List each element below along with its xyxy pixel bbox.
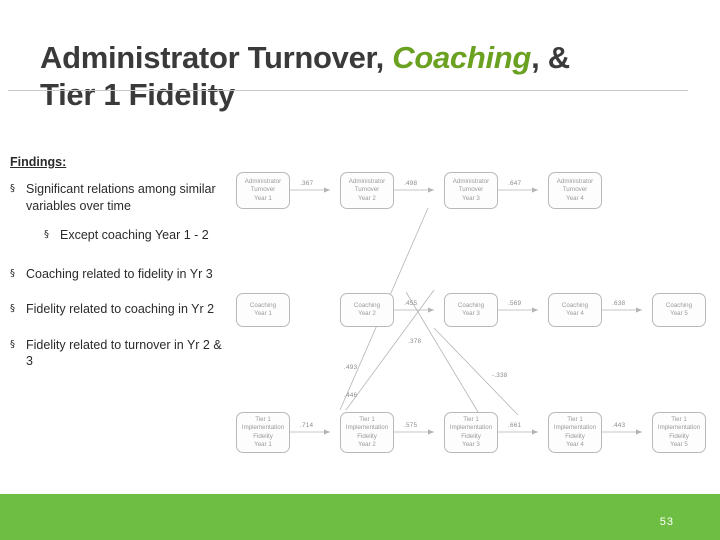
node-label: Coaching Year 1 bbox=[249, 301, 277, 317]
node-label: Administrator Turnover Year 2 bbox=[348, 177, 386, 202]
node-turnover-year-3: Administrator Turnover Year 3 bbox=[444, 172, 498, 209]
node-label: Administrator Turnover Year 3 bbox=[452, 177, 490, 202]
node-turnover-year-4: Administrator Turnover Year 4 bbox=[548, 172, 602, 209]
edge-label-cross-2: .493 bbox=[344, 364, 358, 371]
node-coaching-year-4: Coaching Year 4 bbox=[548, 293, 602, 327]
node-coaching-year-2: Coaching Year 2 bbox=[340, 293, 394, 327]
node-label: Administrator Turnover Year 1 bbox=[244, 177, 282, 202]
bullet-marker: § bbox=[10, 183, 15, 194]
edge-label-fidelity-1-2: .714 bbox=[300, 422, 314, 429]
list-item: § Fidelity related to turnover in Yr 2 &… bbox=[10, 337, 225, 370]
list-item: § Coaching related to fidelity in Yr 3 bbox=[10, 266, 225, 283]
node-fidelity-year-3: Tier 1 Implementation Fidelity Year 3 bbox=[444, 412, 498, 453]
node-coaching-year-3: Coaching Year 3 bbox=[444, 293, 498, 327]
edge-label-cross-4: -.338 bbox=[492, 372, 508, 379]
node-fidelity-year-4: Tier 1 Implementation Fidelity Year 4 bbox=[548, 412, 602, 453]
node-fidelity-year-1: Tier 1 Implementation Fidelity Year 1 bbox=[236, 412, 290, 453]
title-accent-coaching: Coaching bbox=[392, 40, 532, 75]
bullet-text: Coaching related to fidelity in Yr 3 bbox=[26, 266, 213, 281]
findings-block: Findings: § Significant relations among … bbox=[10, 155, 225, 389]
edge-label-fidelity-2-3: .575 bbox=[404, 422, 418, 429]
edge-label-turnover-1-2: .367 bbox=[300, 180, 314, 187]
node-label: Coaching Year 2 bbox=[353, 301, 381, 317]
findings-heading: Findings: bbox=[10, 155, 67, 169]
bullet-text: Fidelity related to turnover in Yr 2 & 3 bbox=[26, 337, 222, 369]
node-label: Tier 1 Implementation Fidelity Year 3 bbox=[449, 415, 493, 448]
node-fidelity-year-5: Tier 1 Implementation Fidelity Year 5 bbox=[652, 412, 706, 453]
edge-label-turnover-3-4: .647 bbox=[508, 180, 522, 187]
node-label: Administrator Turnover Year 4 bbox=[556, 177, 594, 202]
bullet-text: Significant relations among similar vari… bbox=[26, 182, 216, 213]
edge-label-fidelity-4-5: .443 bbox=[612, 422, 626, 429]
edge-label-coaching-4-5: .638 bbox=[612, 300, 626, 307]
bullet-text: Except coaching Year 1 - 2 bbox=[60, 228, 209, 242]
edge-label-cross-3: .446 bbox=[344, 392, 358, 399]
node-label: Coaching Year 4 bbox=[561, 301, 589, 317]
node-label: Coaching Year 5 bbox=[665, 301, 693, 317]
edge-label-coaching-3-4: .569 bbox=[508, 300, 522, 307]
node-label: Tier 1 Implementation Fidelity Year 5 bbox=[657, 415, 701, 448]
node-coaching-year-1: Coaching Year 1 bbox=[236, 293, 290, 327]
edge-label-fidelity-3-4: .661 bbox=[508, 422, 522, 429]
path-diagram: Administrator Turnover Year 1 Administra… bbox=[228, 160, 710, 470]
edge-label-coaching-2-3: .455 bbox=[404, 300, 418, 307]
edge-label-turnover-2-3: .498 bbox=[404, 180, 418, 187]
list-item: § Except coaching Year 1 - 2 bbox=[44, 227, 224, 244]
node-label: Tier 1 Implementation Fidelity Year 4 bbox=[553, 415, 597, 448]
node-turnover-year-2: Administrator Turnover Year 2 bbox=[340, 172, 394, 209]
page-number: 53 bbox=[659, 516, 674, 528]
title-line-2: Tier 1 Fidelity bbox=[40, 76, 235, 112]
diagram-connectors bbox=[290, 187, 642, 435]
footer-bar bbox=[0, 494, 720, 540]
bullet-marker: § bbox=[10, 303, 15, 314]
title-text-part3: , & bbox=[531, 40, 570, 75]
node-label: Tier 1 Implementation Fidelity Year 1 bbox=[241, 415, 285, 448]
node-fidelity-year-2: Tier 1 Implementation Fidelity Year 2 bbox=[340, 412, 394, 453]
list-item: § Significant relations among similar va… bbox=[10, 181, 225, 214]
title-line-1: Administrator Turnover, Coaching, & bbox=[40, 40, 690, 77]
node-turnover-year-1: Administrator Turnover Year 1 bbox=[236, 172, 290, 209]
page-title: Administrator Turnover, Coaching, & Tier… bbox=[40, 40, 690, 113]
edge-label-cross-1: .378 bbox=[408, 338, 422, 345]
title-divider bbox=[8, 90, 688, 91]
bullet-marker: § bbox=[44, 229, 49, 240]
node-coaching-year-5: Coaching Year 5 bbox=[652, 293, 706, 327]
node-label: Coaching Year 3 bbox=[457, 301, 485, 317]
bullet-marker: § bbox=[10, 338, 15, 350]
list-item: § Fidelity related to coaching in Yr 2 bbox=[10, 301, 225, 318]
title-text-part1: Administrator Turnover, bbox=[40, 40, 393, 75]
bullet-text: Fidelity related to coaching in Yr 2 bbox=[26, 302, 215, 316]
bullet-marker: § bbox=[10, 267, 15, 279]
node-label: Tier 1 Implementation Fidelity Year 2 bbox=[345, 415, 389, 448]
